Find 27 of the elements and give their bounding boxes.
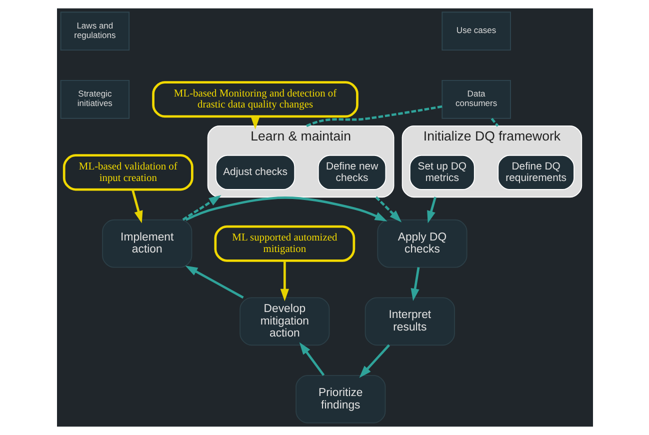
node-box: Apply DQ checks (376, 219, 467, 268)
arrow (182, 195, 221, 221)
node-box: Develop mitigation action (239, 297, 330, 346)
arrow (358, 344, 390, 378)
node-box: Define DQ requirements (497, 154, 574, 190)
node-box: Use cases (441, 12, 510, 51)
node-box: Set up DQ metrics (408, 154, 474, 190)
node-box: Define new checks (317, 154, 386, 190)
node-box: Interpret results (364, 297, 454, 346)
arrow (410, 267, 420, 301)
connector (306, 105, 442, 128)
node-box: Data consumers (441, 80, 510, 119)
node-box: Implement action (102, 219, 192, 268)
arrow (426, 196, 436, 224)
node-box: Adjust checks (214, 154, 295, 190)
arrow (184, 196, 387, 222)
node-box: ML-based validation of input creation (62, 154, 193, 191)
arrow (131, 189, 142, 224)
node-box: ML supported automized mitigation (214, 225, 355, 262)
arrow (280, 261, 289, 302)
node-box: Laws and regulations (60, 12, 130, 51)
connector (490, 118, 498, 127)
arrow (374, 196, 402, 222)
node-box: Prioritize findings (295, 374, 386, 424)
arrow (184, 266, 244, 299)
arrow (298, 342, 324, 376)
node-box: Strategic initiatives (60, 80, 130, 119)
